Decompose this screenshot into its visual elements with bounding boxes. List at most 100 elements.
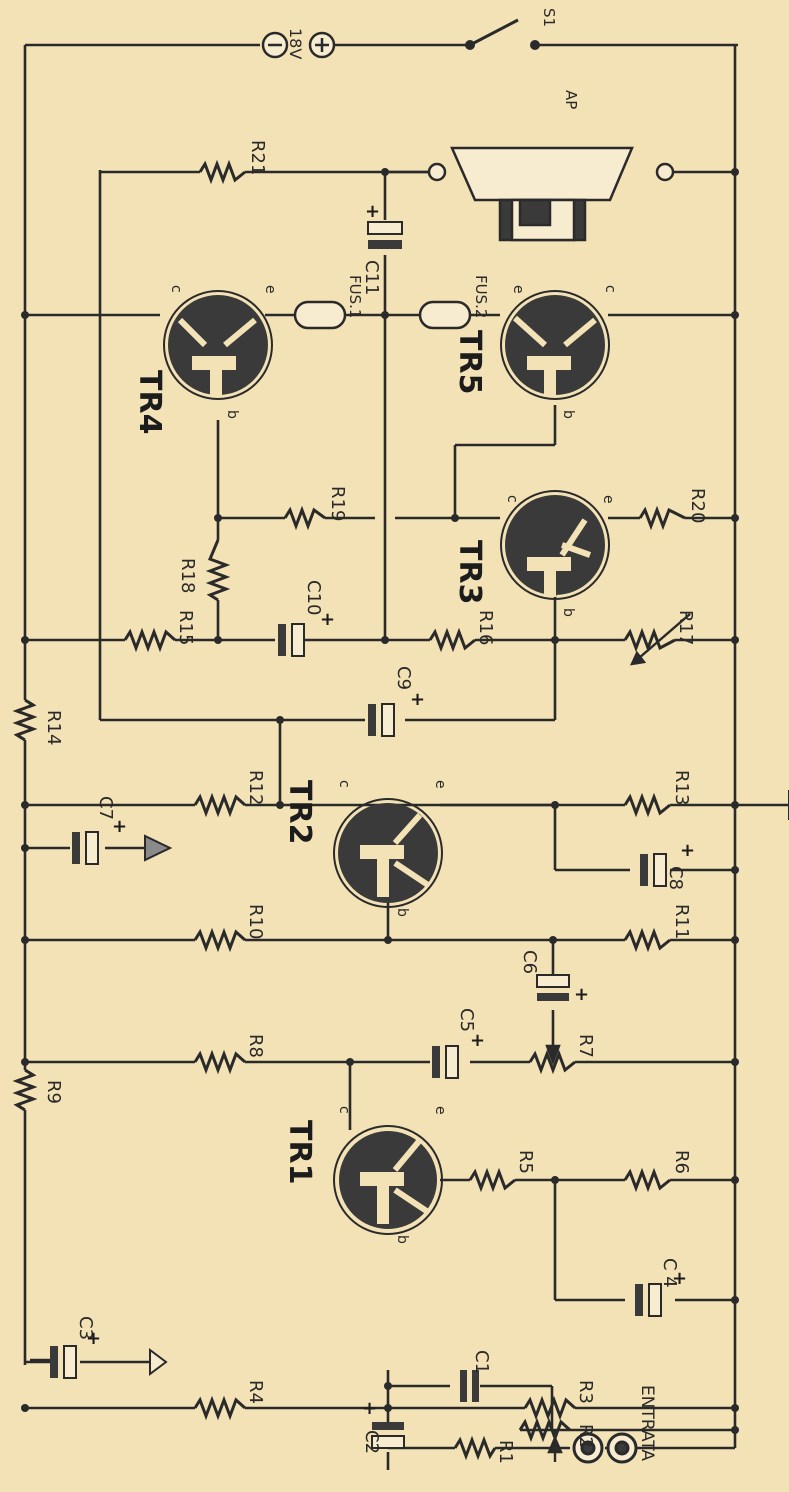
resistor-r13 (623, 792, 671, 818)
fuses (293, 300, 472, 330)
plus-c2: + (362, 1398, 377, 1419)
adjust-arrows (545, 613, 691, 1462)
label-r18: R18 (177, 558, 198, 593)
resistor-r12 (193, 792, 246, 818)
capacitor-c3 (50, 1345, 77, 1379)
label-c10: C10 (303, 580, 324, 615)
label-r20: R20 (687, 488, 708, 523)
fuse-1 (293, 300, 347, 330)
resistor-r19 (283, 505, 326, 531)
label-r15: R15 (175, 610, 196, 645)
plus-c10: + (320, 609, 335, 630)
label-r19: R19 (327, 486, 348, 521)
capacitor-c2 (371, 1422, 405, 1449)
transistors (163, 290, 610, 1235)
pin-c-tr1: c (336, 1106, 352, 1114)
label-fus1: FUS.1 (346, 275, 364, 318)
pin-c-tr2: c (336, 780, 352, 788)
label-r1: R1 (495, 1440, 516, 1464)
label-r4: R4 (245, 1380, 266, 1404)
battery (261, 31, 336, 59)
label-switch: S1 (540, 8, 558, 27)
label-c5: C5 (456, 1008, 477, 1032)
ground-symbols (144, 790, 789, 1376)
label-r13: R13 (671, 770, 692, 805)
label-c9: C9 (393, 666, 414, 690)
label-r8: R8 (245, 1034, 266, 1058)
resistor-r2 (518, 1417, 571, 1443)
pin-e-tr2: e (432, 780, 448, 789)
wires (23, 43, 789, 1470)
resistor-r21 (198, 159, 246, 185)
junctions (21, 168, 739, 1434)
capacitor-c8 (640, 853, 667, 887)
pin-e-tr1: e (432, 1106, 448, 1115)
label-r9: R9 (43, 1080, 64, 1104)
pin-b-tr3: b (560, 608, 576, 617)
resistor-r7 (528, 1049, 576, 1075)
label-input: ENTRATA (637, 1385, 657, 1461)
transistor-tr5 (500, 290, 610, 400)
capacitor-c1 (460, 1370, 479, 1402)
pin-c-tr5: c (602, 285, 618, 293)
capacitor-c6 (536, 974, 570, 1001)
label-r14: R14 (43, 710, 64, 745)
label-r10: R10 (245, 904, 266, 939)
capacitors (50, 221, 667, 1449)
label-r2: R2 (575, 1424, 596, 1448)
label-c11: C11 (361, 260, 382, 295)
resistor-r16 (428, 627, 476, 653)
input-jacks (572, 1432, 638, 1464)
label-r21: R21 (247, 140, 268, 175)
pin-b-tr4: b (224, 410, 240, 419)
label-fus2: FUS.2 (472, 275, 490, 318)
label-tr3: TR3 (452, 540, 487, 604)
capacitor-c7 (72, 831, 99, 865)
switch-s1 (465, 18, 540, 50)
label-c4: C 4 (659, 1258, 680, 1288)
pin-c-tr3: c (504, 495, 520, 503)
plus-c8: + (680, 840, 695, 861)
transistor-tr2 (333, 798, 443, 908)
resistor-r8 (193, 1049, 246, 1075)
label-c6: C6 (519, 950, 540, 974)
capacitor-c9 (368, 703, 395, 737)
label-c3: C3 (75, 1316, 96, 1340)
label-r5: R5 (515, 1150, 536, 1174)
speaker-ap (427, 146, 675, 242)
pin-c-tr4: c (168, 285, 184, 293)
resistor-r5 (468, 1167, 516, 1193)
transistor-tr4 (163, 290, 273, 400)
capacitor-c10 (278, 623, 305, 657)
label-r16: R16 (475, 610, 496, 645)
label-c8: C8 (665, 866, 686, 890)
label-r11: R11 (671, 904, 692, 939)
ground-c7 (144, 834, 173, 862)
component-labels: R4 R3 R2 R1 R8 R7 R5 R6 R9 R10 R11 R12 R… (43, 8, 708, 1464)
label-tr4: TR4 (132, 370, 167, 434)
pin-b-tr1: b (394, 1235, 410, 1244)
label-r3: R3 (575, 1380, 596, 1404)
transistor-tr3 (500, 490, 610, 600)
resistor-r17 (623, 627, 676, 653)
label-c2: C2 (361, 1430, 382, 1454)
resistors (12, 159, 686, 1461)
resistor-r11 (623, 927, 671, 953)
plus-c11: + (365, 201, 380, 222)
label-r12: R12 (245, 770, 266, 805)
plus-c5: + (470, 1030, 485, 1051)
pin-e-tr4: e (262, 285, 278, 294)
resistor-r1 (453, 1435, 497, 1461)
plus-c6: + (574, 984, 589, 1005)
resistor-r10 (193, 927, 246, 953)
label-speaker: AP (562, 90, 580, 109)
resistor-r4 (193, 1395, 246, 1421)
pin-b-tr2: b (394, 908, 410, 917)
pin-b-tr5: b (560, 410, 576, 419)
capacitor-c4 (635, 1283, 662, 1317)
fuse-2 (418, 300, 472, 330)
label-battery-voltage: 18V (286, 28, 305, 59)
label-tr1: TR1 (282, 1120, 317, 1184)
